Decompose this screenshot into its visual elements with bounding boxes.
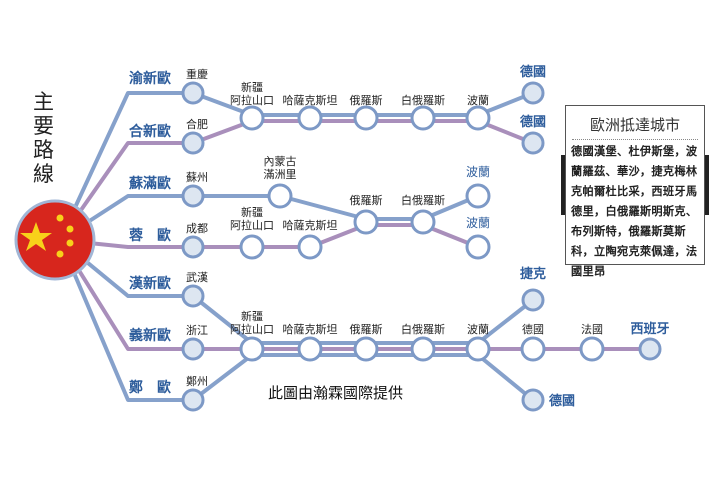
- destination-label: 西班牙: [630, 321, 669, 337]
- destination-label: 德國: [549, 393, 575, 409]
- station-label: 俄羅斯: [350, 194, 383, 207]
- destination-label: 德國: [520, 64, 546, 80]
- origin-station: [181, 184, 205, 208]
- destination-node: [579, 336, 605, 362]
- station-label: 波蘭: [467, 323, 489, 336]
- origin-label: 重慶: [186, 67, 208, 81]
- destination-node: [465, 183, 491, 209]
- flag-small-star: [66, 225, 74, 233]
- route-label: 蘇滿歐: [128, 175, 171, 192]
- origin-label: 浙江: [186, 324, 208, 337]
- destination-node: [521, 288, 545, 312]
- diagram-title: 主要路線: [33, 90, 54, 186]
- station-label: 滿洲里: [264, 168, 297, 181]
- branch-line-6: [58, 239, 193, 402]
- route-label: 漢新歐: [129, 275, 171, 292]
- station-label: 波蘭: [467, 94, 489, 107]
- station-label: 哈薩克斯坦: [283, 218, 338, 232]
- destination-node: [521, 388, 545, 412]
- station-label: 俄羅斯: [350, 94, 383, 107]
- destination-label: 捷克: [520, 266, 546, 282]
- origin-label: 成都: [186, 222, 208, 235]
- destination-node: [521, 81, 545, 105]
- station-label: 俄羅斯: [350, 323, 383, 336]
- route-label: 合新歐: [129, 123, 171, 140]
- station-label: 白俄羅斯: [401, 93, 445, 107]
- route-label: 渝新歐: [129, 70, 171, 87]
- station-node: [239, 336, 265, 362]
- origin-station: [181, 81, 205, 105]
- station-node: [239, 234, 265, 260]
- station-label: 白俄羅斯: [401, 322, 445, 336]
- station-node: [353, 105, 379, 131]
- station-node: [410, 105, 436, 131]
- branch-line-1: [58, 141, 193, 242]
- station-label: 內蒙古: [264, 155, 297, 168]
- station-node: [410, 209, 436, 235]
- destination-label: 德國: [522, 322, 544, 336]
- branch-line-5: [58, 238, 193, 351]
- origin-station: [181, 131, 205, 155]
- route-label: 義新歐: [129, 327, 171, 344]
- station-label: 阿拉山口: [230, 93, 274, 107]
- station-node: [297, 336, 323, 362]
- destination-node: [521, 131, 545, 155]
- china-flag-icon: [14, 199, 96, 281]
- box-left-bar: [561, 155, 565, 215]
- origin-station: [181, 388, 205, 412]
- station-label: 哈薩克斯坦: [283, 93, 338, 107]
- station-node: [465, 336, 491, 362]
- origin-label: 蘇州: [186, 171, 208, 184]
- destination-node: [465, 234, 491, 260]
- flag-big-star: [20, 222, 52, 251]
- station-node: [465, 105, 491, 131]
- destinations-box: 歐洲抵達城市 德國漢堡、杜伊斯堡，波蘭羅茲、華沙，捷克梅林克帕爾杜比采，西班牙馬…: [565, 105, 705, 278]
- station-label: 新疆: [241, 80, 263, 94]
- station-label: 新疆: [241, 205, 263, 219]
- station-node: [267, 183, 293, 209]
- station-label: 白俄羅斯: [401, 193, 445, 207]
- origin-label: 鄭州: [186, 374, 208, 388]
- branch-line-0: [58, 91, 193, 241]
- station-node: [410, 336, 436, 362]
- credit-text: 此圖由瀚霖國際提供: [268, 384, 404, 402]
- route-label: 蓉 歐: [129, 227, 171, 244]
- station-node: [239, 105, 265, 131]
- station-label: 阿拉山口: [230, 322, 274, 336]
- origin-label: 武漢: [186, 271, 208, 284]
- origin-station: [181, 337, 205, 361]
- destination-node: [638, 337, 662, 361]
- destination-node: [520, 336, 546, 362]
- station-label: 新疆: [241, 309, 263, 323]
- origin-station: [181, 235, 205, 259]
- flag-small-star: [66, 239, 74, 247]
- origin-station: [181, 284, 205, 308]
- destination-label: 波蘭: [466, 216, 490, 230]
- origin-label: 合肥: [186, 117, 208, 131]
- station-label: 阿拉山口: [230, 218, 274, 232]
- destination-label: 波蘭: [466, 165, 490, 179]
- station-node: [353, 209, 379, 235]
- flag-small-star: [56, 250, 64, 258]
- station-node: [297, 234, 323, 260]
- destination-label: 德國: [520, 114, 546, 130]
- destinations-list: 德國漢堡、杜伊斯堡，波蘭羅茲、華沙，捷克梅林克帕爾杜比采，西班牙馬德里，白俄羅斯…: [571, 145, 698, 278]
- flag-small-star: [56, 214, 64, 222]
- station-node: [297, 105, 323, 131]
- destination-label: 法國: [581, 322, 603, 336]
- station-label: 哈薩克斯坦: [283, 322, 338, 336]
- destinations-title: 歐洲抵達城市: [572, 106, 698, 140]
- box-right-bar: [705, 155, 709, 215]
- route-label: 鄭 歐: [129, 379, 171, 396]
- station-node: [353, 336, 379, 362]
